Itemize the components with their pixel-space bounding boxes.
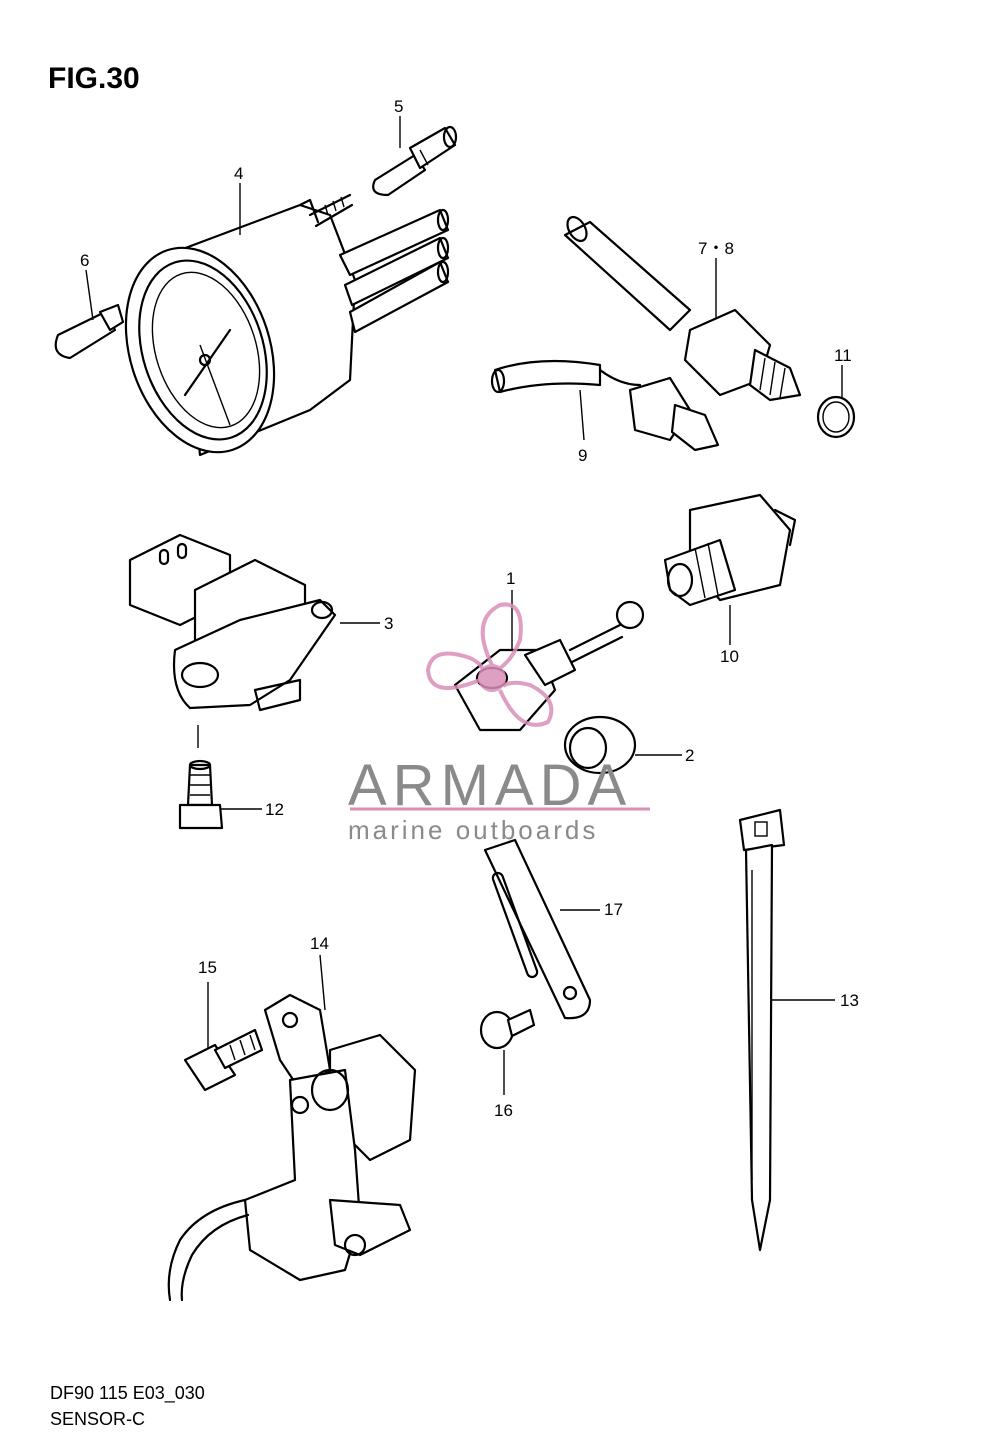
callout-13: 13: [840, 991, 859, 1010]
part-3-map-sensor: [128, 533, 337, 712]
watermark-logo-icon: [425, 602, 554, 727]
callout-14: 14: [310, 934, 329, 953]
diagram-name: SENSOR-C: [50, 1409, 146, 1429]
part-2-grommet: [563, 715, 637, 775]
callout-15: 15: [198, 958, 217, 977]
part-4-gauge: [124, 193, 450, 457]
watermark-tagline: marine outboards: [348, 815, 599, 845]
callout-1: 1: [506, 569, 515, 588]
callout-12: 12: [265, 800, 284, 819]
diagram-code: DF90 115 E03_030: [50, 1383, 205, 1403]
figure-title: FIG.30: [48, 62, 140, 95]
callout-10: 10: [720, 647, 739, 666]
part-14-trim-sensor: [167, 993, 417, 1302]
callout-9: 9: [578, 446, 587, 465]
callout-16: 16: [494, 1101, 513, 1120]
part-5-socket: [372, 125, 458, 197]
callout-17: 17: [604, 900, 623, 919]
part-6-bulb: [54, 303, 125, 360]
part-12-bolt: [178, 759, 224, 830]
part-1-sensor: [453, 600, 645, 732]
part-16-screw: [479, 1008, 536, 1050]
part-15-bolt: [183, 1028, 264, 1092]
watermark-brand: ARMADA: [348, 753, 633, 818]
part-11-o-ring: [816, 395, 856, 439]
callout-5: 5: [394, 97, 403, 116]
leader-lines: [85, 116, 843, 1095]
part-10-knock-sensor: [663, 493, 797, 607]
callout-3: 3: [384, 614, 393, 633]
part-17-strip: [483, 838, 592, 1020]
callout-11: 11: [834, 346, 852, 365]
callout-6: 6: [80, 251, 89, 270]
part-13-cable-tie: [738, 808, 786, 1252]
callout-4: 4: [234, 164, 243, 183]
callout-7-8: 7・8: [698, 239, 734, 258]
callout-numbers: 4 5 6 7・8 11 9 3 12 1 10 2 13 17 16 15 1…: [80, 97, 859, 1120]
part-9-sensor: [490, 359, 720, 452]
part-7-8-sensor: [563, 215, 802, 402]
callout-2: 2: [685, 746, 694, 765]
